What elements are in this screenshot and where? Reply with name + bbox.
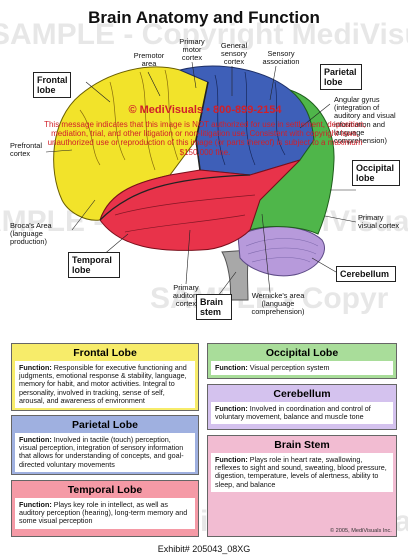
copyright-notice-headline: © MediVisuals • 800-899-2154 [128, 104, 282, 116]
primary-auditory-label: Primary auditory cortex [172, 283, 200, 309]
frontal-lobe-function-text: Responsible for executive functioning an… [19, 363, 187, 405]
wernickes-area-label: Wernicke's area (language comprehension) [251, 291, 305, 317]
cerebellum-panel-title: Cerebellum [273, 388, 331, 400]
cerebellum-region [237, 226, 325, 277]
sensory-association-label: Sensory association [262, 49, 300, 67]
occipital-lobe-panel-body: Function: Visual perception system [211, 361, 393, 376]
parietal-lobe-function-text: Involved in tactile (touch) perception, … [19, 435, 184, 469]
function-label: Function: [215, 455, 248, 464]
occipital-lobe-panel-title: Occipital Lobe [265, 347, 339, 359]
copyright-notice-body: This message indicates that this image i… [44, 120, 366, 157]
cerebellum-panel-body: Function: Involved in coordination and c… [211, 402, 393, 425]
temporal-lobe-function-text: Plays key role in intellect, as well as … [19, 500, 188, 526]
brain-stem-label: Brain stem [196, 294, 232, 320]
function-label: Function: [19, 500, 52, 509]
brain-illustration [45, 61, 357, 301]
primary-visual-label: Primary visual cortex [358, 213, 400, 231]
occipital-lobe-label: Occipital lobe [352, 160, 400, 186]
parietal-lobe-label: Parietal lobe [320, 64, 362, 90]
temporal-lobe-label: Temporal lobe [68, 252, 120, 278]
function-label: Function: [19, 435, 52, 444]
parietal-lobe-panel-title: Parietal Lobe [72, 419, 138, 431]
parietal-lobe-panel-body: Function: Involved in tactile (touch) pe… [15, 433, 195, 472]
frontal-lobe-label: Frontal lobe [33, 72, 71, 98]
frontal-lobe-panel-body: Function: Responsible for executive func… [15, 361, 195, 409]
occipital-lobe-function-text: Visual perception system [249, 363, 330, 372]
general-sensory-label: General sensory cortex [220, 41, 248, 67]
primary-motor-label: Primary motor cortex [179, 37, 205, 63]
function-label: Function: [215, 404, 248, 413]
temporal-lobe-panel-body: Function: Plays key role in intellect, a… [15, 498, 195, 529]
brain-stem-panel-title: Brain Stem [274, 439, 330, 451]
copyright-line: © 2005, MediVisuals Inc. [330, 528, 392, 534]
prefrontal-label: Prefrontal cortex [10, 141, 43, 159]
brain-stem-function-text: Plays role in heart rate, swallowing, re… [215, 455, 387, 489]
parietal-lobe-panel: Parietal Lobe Function: Involved in tact… [11, 415, 199, 475]
occipital-lobe-panel: Occipital Lobe Function: Visual percepti… [207, 343, 397, 379]
frontal-lobe-panel-title: Frontal Lobe [73, 347, 137, 359]
brocas-area-label: Broca's Area (language production) [10, 221, 52, 247]
cerebellum-function-text: Involved in coordination and control of … [215, 404, 371, 422]
frontal-lobe-panel: Frontal Lobe Function: Responsible for e… [11, 343, 199, 411]
exhibit-number: Exhibit# 205043_08XG [157, 544, 251, 554]
temporal-lobe-panel-title: Temporal Lobe [67, 484, 143, 496]
brain-stem-panel-body: Function: Plays role in heart rate, swal… [211, 453, 393, 492]
temporal-lobe-panel: Temporal Lobe Function: Plays key role i… [11, 480, 199, 537]
cerebellum-panel: Cerebellum Function: Involved in coordin… [207, 384, 397, 430]
function-label: Function: [215, 363, 248, 372]
occipital-lobe-region [249, 89, 335, 235]
brain-stem-panel: Brain Stem Function: Plays role in heart… [207, 435, 397, 537]
page-title: Brain Anatomy and Function [88, 8, 320, 27]
premotor-label: Premotor area [133, 51, 165, 69]
function-label: Function: [19, 363, 52, 372]
angular-gyrus-label: Angular gyrus (integration of auditory a… [334, 95, 396, 146]
cerebellum-label: Cerebellum [336, 266, 396, 282]
